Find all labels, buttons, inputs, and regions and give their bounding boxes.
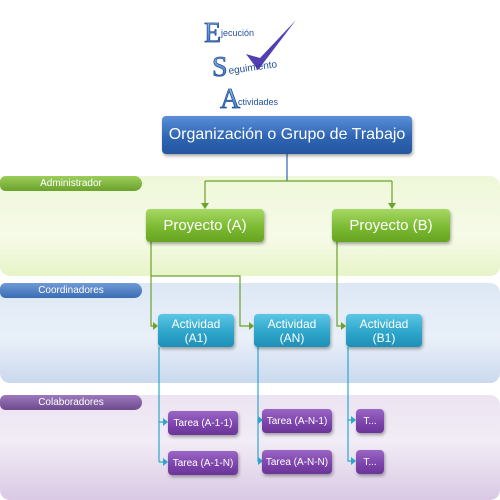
collaborators-band-label: Colaboradores xyxy=(0,395,142,410)
logo-letter-s: S xyxy=(212,52,228,83)
logo-word-ejecucion: jecución xyxy=(220,28,254,38)
logo-word-actividades: ctividades xyxy=(238,97,279,107)
activity-b1-code: (B1) xyxy=(372,330,396,345)
task-a-n-1-node[interactable]: Tarea (A-N-1) xyxy=(262,409,332,433)
activity-a1-title: Actividad xyxy=(171,316,221,331)
activity-b1-title: Actividad xyxy=(359,316,409,331)
activity-an-title: Actividad xyxy=(267,316,317,331)
activity-a1-code: (A1) xyxy=(184,330,208,345)
project-a-node[interactable]: Proyecto (A) xyxy=(146,209,264,242)
activity-an-node[interactable]: Actividad (AN) xyxy=(254,314,330,347)
task-a-n-n-node[interactable]: Tarea (A-N-N) xyxy=(262,450,332,474)
collaborators-band xyxy=(0,395,500,500)
task-a-1-1-node[interactable]: Tarea (A-1-1) xyxy=(168,411,238,435)
coordinators-band-label: Coordinadores xyxy=(0,283,142,298)
task-b-1-n-node[interactable]: T... xyxy=(356,450,384,474)
administrator-band-label: Administrador xyxy=(0,176,142,191)
esa-logo: E S A jecución eguimiento ctividades xyxy=(204,18,296,114)
logo-letter-a: A xyxy=(220,84,241,114)
activity-b1-node[interactable]: Actividad (B1) xyxy=(346,314,422,347)
task-b-1-1-node[interactable]: T... xyxy=(356,409,384,433)
activity-an-code: (AN) xyxy=(279,330,305,345)
coordinators-band xyxy=(0,283,500,383)
logo-letter-e: E xyxy=(204,18,221,49)
project-b-node[interactable]: Proyecto (B) xyxy=(332,209,450,242)
task-a-1-n-node[interactable]: Tarea (A-1-N) xyxy=(168,451,238,475)
organization-node[interactable]: Organización o Grupo de Trabajo xyxy=(162,116,412,154)
activity-a1-node[interactable]: Actividad (A1) xyxy=(158,314,234,347)
